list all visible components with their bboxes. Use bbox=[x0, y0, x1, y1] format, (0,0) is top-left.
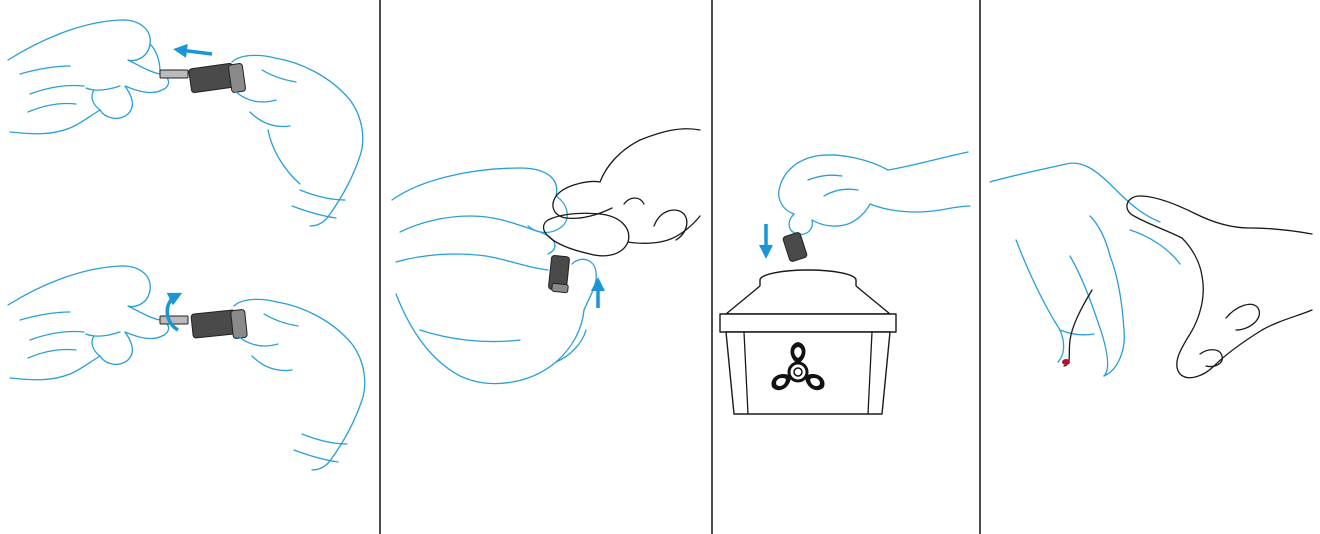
panel-1 bbox=[8, 20, 365, 470]
sharps-container bbox=[720, 270, 896, 414]
panel-2-lancet bbox=[548, 255, 569, 293]
panel-3 bbox=[720, 152, 970, 414]
arrow-left-icon bbox=[180, 50, 212, 54]
panel-1-bottom-left-hand bbox=[8, 266, 169, 380]
panel-1-top-left-hand bbox=[8, 20, 169, 134]
blood-drop bbox=[1062, 359, 1070, 365]
panel-1-top-lancet bbox=[160, 63, 246, 93]
panel-2 bbox=[392, 129, 700, 384]
panel-3-lancet bbox=[782, 232, 807, 262]
panel-4 bbox=[990, 163, 1312, 378]
panel-1-top-right-hand bbox=[232, 55, 363, 226]
panel-4-bare-hand bbox=[1064, 196, 1312, 378]
panel-4-gloved-hand bbox=[990, 163, 1180, 376]
rotate-arrow-icon bbox=[167, 296, 178, 330]
panel-3-gloved-hand bbox=[779, 152, 970, 234]
panel-2-bare-hand bbox=[544, 129, 701, 256]
panel-1-bottom-right-hand bbox=[234, 299, 365, 470]
